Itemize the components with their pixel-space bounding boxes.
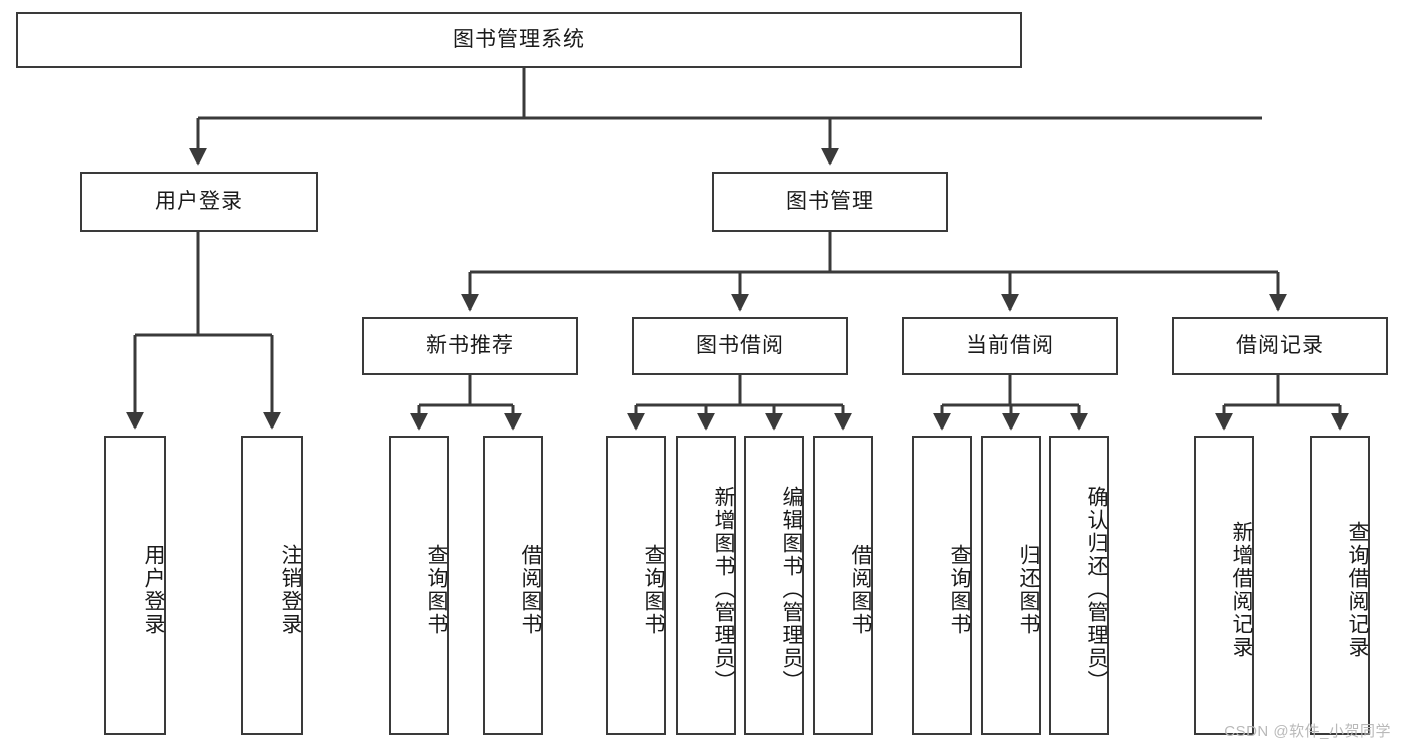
node-new-book-recommend-label: 新书推荐: [426, 334, 514, 358]
node-confirm-return-admin[interactable]: 确认归还（管理员）: [1049, 436, 1109, 735]
node-add-borrow-record[interactable]: 新增借阅记录: [1194, 436, 1254, 735]
node-query-book-1[interactable]: 查询图书: [389, 436, 449, 735]
node-user-login-do[interactable]: 用户登录: [104, 436, 166, 735]
node-query-book-1-label: 查询图书: [425, 543, 448, 636]
node-confirm-return-admin-label: 确认归还（管理员）: [1085, 486, 1108, 693]
node-current-borrow[interactable]: 当前借阅: [902, 317, 1118, 375]
node-return-book[interactable]: 归还图书: [981, 436, 1041, 735]
node-book-borrow-label: 图书借阅: [696, 334, 784, 358]
node-query-book-2-label: 查询图书: [642, 543, 665, 636]
node-query-borrow-record[interactable]: 查询借阅记录: [1310, 436, 1370, 735]
node-borrow-record-label: 借阅记录: [1236, 334, 1324, 358]
node-root[interactable]: 图书管理系统: [16, 12, 1022, 68]
node-book-manage-label: 图书管理: [786, 190, 874, 214]
node-user-login-do-label: 用户登录: [142, 543, 165, 636]
node-user-logout[interactable]: 注销登录: [241, 436, 303, 735]
node-edit-book-admin[interactable]: 编辑图书（管理员）: [744, 436, 804, 735]
node-root-label: 图书管理系统: [453, 28, 585, 52]
node-edit-book-admin-label: 编辑图书（管理员）: [780, 486, 803, 693]
node-book-manage[interactable]: 图书管理: [712, 172, 948, 232]
node-query-book-3-label: 查询图书: [948, 543, 971, 636]
node-query-borrow-record-label: 查询借阅记录: [1346, 520, 1369, 659]
node-add-book-admin-label: 新增图书（管理员）: [712, 486, 735, 693]
node-borrow-book-1[interactable]: 借阅图书: [483, 436, 543, 735]
node-borrow-record[interactable]: 借阅记录: [1172, 317, 1388, 375]
node-book-borrow[interactable]: 图书借阅: [632, 317, 848, 375]
node-borrow-book-2-label: 借阅图书: [849, 543, 872, 636]
node-return-book-label: 归还图书: [1017, 543, 1040, 636]
node-new-book-recommend[interactable]: 新书推荐: [362, 317, 578, 375]
node-current-borrow-label: 当前借阅: [966, 334, 1054, 358]
node-add-book-admin[interactable]: 新增图书（管理员）: [676, 436, 736, 735]
node-add-borrow-record-label: 新增借阅记录: [1230, 520, 1253, 659]
node-user-login-label: 用户登录: [155, 190, 243, 214]
node-borrow-book-1-label: 借阅图书: [519, 543, 542, 636]
node-user-login[interactable]: 用户登录: [80, 172, 318, 232]
watermark-text: CSDN @软件_小贺同学: [1224, 723, 1391, 740]
node-user-logout-label: 注销登录: [279, 543, 302, 636]
node-query-book-2[interactable]: 查询图书: [606, 436, 666, 735]
node-borrow-book-2[interactable]: 借阅图书: [813, 436, 873, 735]
node-query-book-3[interactable]: 查询图书: [912, 436, 972, 735]
